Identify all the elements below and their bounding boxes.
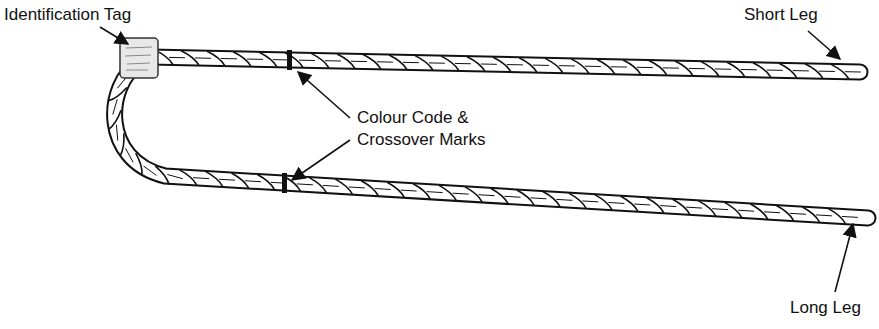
strand-line xyxy=(507,64,523,65)
strand-line xyxy=(663,67,679,68)
strand-line xyxy=(582,200,598,202)
strand-line xyxy=(167,174,182,178)
strand-line xyxy=(325,60,341,61)
strand-twist xyxy=(155,166,169,184)
strand-line xyxy=(686,207,702,209)
strand-twist xyxy=(109,110,121,129)
strand-line xyxy=(741,69,757,70)
strand-line xyxy=(816,214,832,216)
crossover-mark xyxy=(282,50,292,193)
strand-line xyxy=(349,186,365,188)
strand-line xyxy=(427,191,443,193)
strand-line xyxy=(819,71,835,72)
strand-line xyxy=(660,205,676,207)
strand-line xyxy=(273,59,289,60)
part-label: Short Leg xyxy=(744,4,864,26)
strand-line xyxy=(219,179,235,181)
strand-line xyxy=(790,213,806,215)
strand-line xyxy=(845,71,861,72)
strand-line xyxy=(479,194,495,196)
strand-twist xyxy=(136,153,142,175)
strand-line xyxy=(715,68,731,69)
strand-line xyxy=(689,68,705,69)
strand-line xyxy=(221,58,237,59)
strand-line xyxy=(738,210,754,212)
strand-line xyxy=(453,193,469,195)
strand-line xyxy=(193,177,209,179)
strand-line xyxy=(144,166,157,175)
strand-line xyxy=(299,60,315,61)
strand-line xyxy=(113,99,117,114)
part-label: Colour Code & Crossover Marks xyxy=(357,107,507,151)
strand-line xyxy=(125,148,133,162)
strand-line xyxy=(429,62,445,63)
part-label: Long Leg xyxy=(790,297,875,319)
strand-line xyxy=(712,208,728,210)
strand-line xyxy=(245,180,261,182)
strand-line xyxy=(634,204,650,206)
strand-line xyxy=(247,59,263,60)
strand-line xyxy=(297,183,313,185)
identification-tag xyxy=(120,38,158,78)
strand-line xyxy=(323,185,339,187)
strand-line xyxy=(637,67,653,68)
strand-line xyxy=(611,66,627,67)
strand-line xyxy=(608,202,624,204)
strand-line xyxy=(533,65,549,66)
twisted-cable xyxy=(108,50,868,224)
strand-twist xyxy=(120,133,124,156)
strand-line xyxy=(195,57,211,58)
part-label: Identification Tag xyxy=(4,4,204,26)
strand-line xyxy=(585,66,601,67)
strand-line xyxy=(403,62,419,63)
strand-line xyxy=(116,125,117,141)
strand-line xyxy=(556,199,572,201)
strand-line xyxy=(842,216,858,218)
leader-arrow xyxy=(100,27,853,292)
strand-line xyxy=(375,188,391,190)
strand-line xyxy=(351,61,367,62)
strand-line xyxy=(764,211,780,213)
strand-line xyxy=(377,61,393,62)
strand-line xyxy=(481,63,497,64)
strand-line xyxy=(530,197,546,199)
strand-line xyxy=(169,57,185,58)
strand-line xyxy=(559,65,575,66)
strand-twist xyxy=(108,87,126,100)
strand-line xyxy=(767,70,783,71)
strand-line xyxy=(793,70,809,71)
strand-line xyxy=(401,190,417,192)
strand-line xyxy=(505,196,521,198)
strand-line xyxy=(455,63,471,64)
